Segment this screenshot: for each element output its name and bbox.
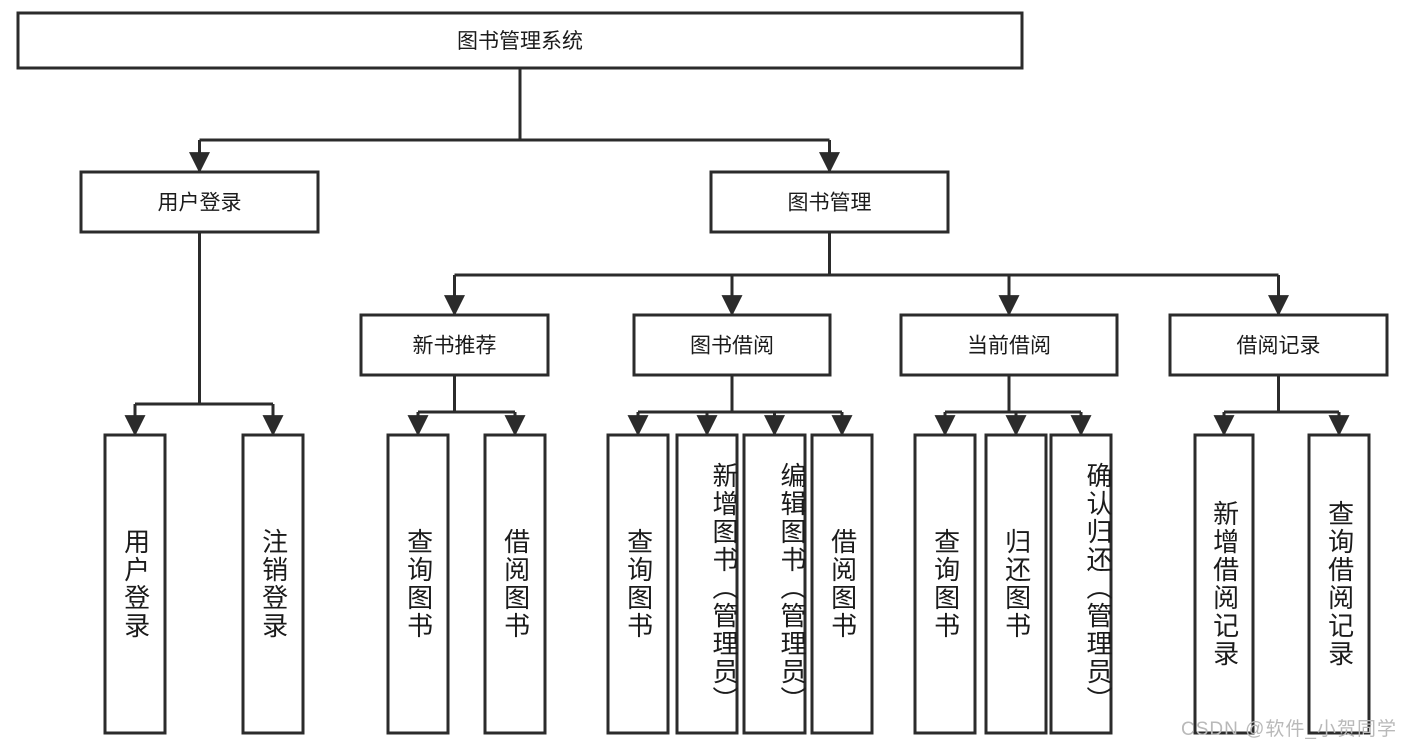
node-leaf-query-book-2[interactable] (606, 433, 670, 735)
node-leaf-add-book[interactable] (675, 433, 739, 735)
node-leaf-confirm-return[interactable] (1049, 433, 1113, 735)
node-book-borrow[interactable] (632, 313, 832, 377)
node-leaf-query-book-1[interactable] (386, 433, 450, 735)
node-new-book-rec-label: 新书推荐 (413, 335, 497, 358)
node-user-login-label: 用户登录 (158, 192, 242, 215)
node-layer (16, 11, 1389, 735)
node-current-borrow[interactable] (899, 313, 1119, 377)
node-borrow-record-label: 借阅记录 (1237, 335, 1321, 358)
node-leaf-query-book-3[interactable] (913, 433, 977, 735)
node-leaf-query-record[interactable] (1307, 433, 1371, 735)
node-leaf-logout[interactable] (241, 433, 305, 735)
node-new-book-rec[interactable] (359, 313, 550, 377)
node-borrow-record[interactable] (1168, 313, 1389, 377)
node-leaf-borrow-book-2[interactable] (810, 433, 874, 735)
watermark-text: CSDN @软件_小贺同学 (1181, 719, 1397, 740)
connector-layer (124, 68, 1350, 437)
node-leaf-add-record[interactable] (1193, 433, 1255, 735)
node-root[interactable] (16, 11, 1024, 70)
node-book-manage-label: 图书管理 (788, 192, 872, 215)
node-book-manage[interactable] (709, 170, 950, 234)
node-leaf-return-book[interactable] (984, 433, 1048, 735)
node-current-borrow-label: 当前借阅 (967, 335, 1051, 358)
node-leaf-borrow-book-1[interactable] (483, 433, 547, 735)
node-book-borrow-label: 图书借阅 (690, 335, 774, 358)
node-user-login[interactable] (79, 170, 320, 234)
node-root-label: 图书管理系统 (457, 30, 583, 53)
node-leaf-user-login[interactable] (103, 433, 167, 735)
node-leaf-edit-book[interactable] (742, 433, 807, 735)
